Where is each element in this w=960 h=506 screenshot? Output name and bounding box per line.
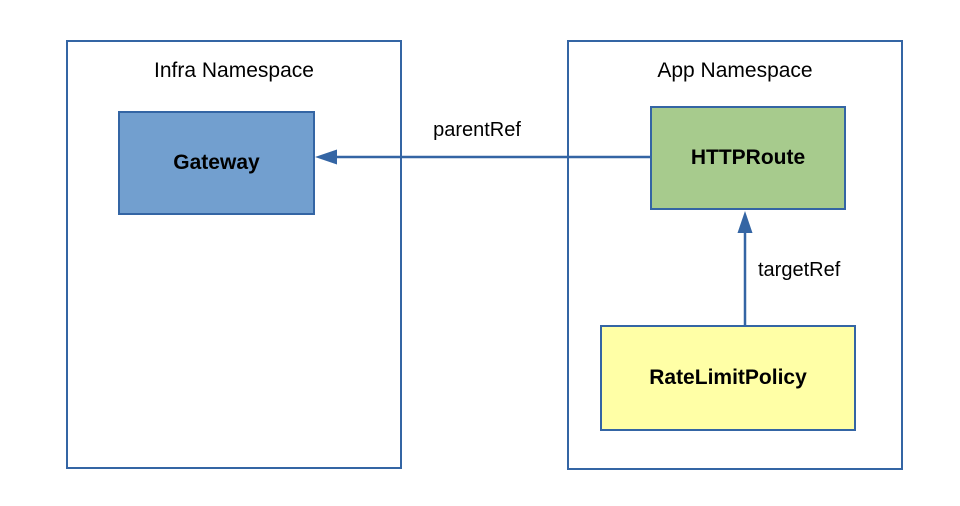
app-namespace-title: App Namespace [657, 59, 813, 82]
gateway-node-label: Gateway [173, 151, 260, 174]
targetref-edge-label: targetRef [758, 259, 841, 281]
parentref-edge-label: parentRef [433, 119, 521, 141]
ratelimitpolicy-node-label: RateLimitPolicy [649, 366, 807, 389]
httproute-node-label: HTTPRoute [690, 146, 806, 169]
gateway-node: Gateway [118, 111, 315, 215]
ratelimitpolicy-node: RateLimitPolicy [600, 325, 856, 431]
httproute-node: HTTPRoute [650, 106, 846, 210]
infra-namespace-title: Infra Namespace [154, 59, 314, 82]
infra-namespace-box: Infra Namespace [66, 40, 402, 469]
